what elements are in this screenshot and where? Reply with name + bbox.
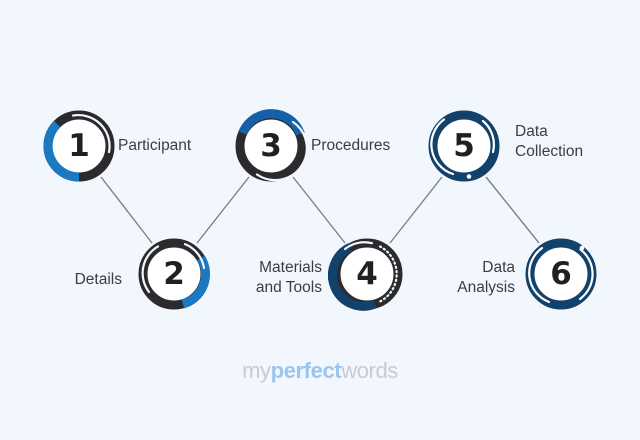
step-number-5: 5: [453, 127, 475, 164]
connector-2-3: [196, 176, 250, 244]
step-label-2: Details: [74, 271, 122, 288]
logo-part-words: words: [341, 358, 398, 383]
step-label-5: Data Collection: [515, 123, 584, 160]
logo-part-my: my: [242, 358, 271, 383]
step-node-4[interactable]: 4: [328, 235, 406, 313]
step-label-6: Data Analysis: [457, 259, 515, 296]
step-number-3: 3: [260, 127, 282, 164]
step-node-3[interactable]: 3: [232, 107, 310, 185]
step-number-1: 1: [68, 127, 90, 164]
logo-part-perfect: perfect: [270, 358, 342, 383]
step-number-6: 6: [550, 255, 572, 292]
connector-1-2: [100, 176, 153, 244]
connector-4-5: [389, 176, 443, 244]
step-label-4: Materials and Tools: [255, 259, 322, 296]
step-number-4: 4: [356, 255, 378, 292]
step-node-6[interactable]: 6: [522, 235, 600, 313]
step-node-5[interactable]: 5: [425, 107, 503, 185]
step-label-1: Participant: [118, 137, 192, 154]
step-node-1[interactable]: 1: [40, 107, 118, 185]
connector-5-6: [485, 176, 540, 244]
step-label-3: Procedures: [311, 137, 391, 154]
brand-logo: myperfectwords: [0, 358, 640, 384]
step-node-2[interactable]: 2: [135, 235, 213, 313]
step-number-2: 2: [163, 255, 185, 292]
connector-3-4: [292, 176, 346, 244]
